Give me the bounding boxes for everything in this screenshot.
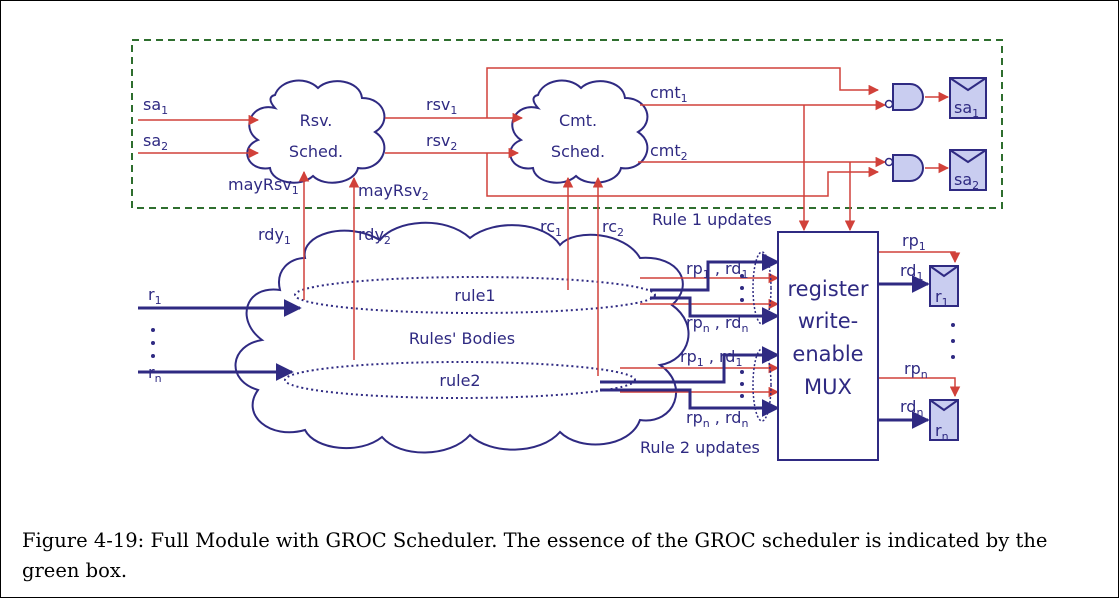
rule1-bus-b bbox=[650, 296, 780, 325]
svg-text:r1: r1 bbox=[935, 287, 949, 309]
rules-bodies-label: Rules' Bodies bbox=[409, 329, 515, 348]
sa1-register: sa1 bbox=[949, 77, 987, 120]
rc2-label: rc2 bbox=[602, 217, 624, 239]
rsv2-to-and2 bbox=[486, 153, 880, 197]
and-gate-1-inverter bbox=[884, 99, 894, 109]
rule2-rp1-rd1-label: rp1 , rd1 bbox=[680, 347, 742, 369]
svg-text:sa2: sa2 bbox=[954, 170, 979, 192]
rule2-updates-label: Rule 2 updates bbox=[640, 438, 760, 457]
rn-input-label: rn bbox=[148, 363, 162, 385]
mayrsv1-label: mayRsv1 bbox=[228, 175, 299, 197]
mux-label-line3: enable bbox=[792, 342, 863, 366]
rn-register: rn bbox=[929, 399, 959, 443]
rule2-rpn-rdn-label: rpn , rdn bbox=[686, 408, 748, 430]
rsv2-label: rsv2 bbox=[426, 131, 457, 153]
rule2-bus-b bbox=[600, 388, 780, 417]
rsv-sched-cloud bbox=[246, 79, 386, 184]
mux-label-line1: register bbox=[788, 277, 869, 301]
mux-label-line2: write- bbox=[798, 309, 858, 333]
mux-label-line4: MUX bbox=[804, 375, 852, 399]
svg-text:sa1: sa1 bbox=[954, 98, 979, 120]
and-gate-1 bbox=[892, 83, 924, 111]
and-gate-2-inverter bbox=[884, 157, 894, 167]
rsv-sched-label-1: Rsv. bbox=[300, 111, 333, 130]
rule1-rp1-rd1-label: rp1 , rd1 bbox=[686, 259, 748, 281]
and-gate-2 bbox=[892, 154, 924, 182]
rsv1-label: rsv1 bbox=[426, 95, 457, 117]
cmt2-label: cmt2 bbox=[650, 141, 688, 163]
rule2-bus-a bbox=[600, 346, 780, 384]
cmt-sched-cloud bbox=[509, 79, 649, 184]
figure-caption: Figure 4-19: Full Module with GROC Sched… bbox=[22, 529, 1048, 582]
groc-scheduler-box bbox=[131, 39, 1003, 209]
cmt-sched-label-1: Cmt. bbox=[559, 111, 597, 130]
r1-input-label: r1 bbox=[148, 285, 162, 307]
rdy1-label: rdy1 bbox=[258, 225, 291, 247]
cmt1-label: cmt1 bbox=[650, 83, 688, 105]
sa1-input-label: sa1 bbox=[143, 95, 168, 117]
rd1-out-label: rd1 bbox=[900, 261, 923, 283]
rpn-out-label: rpn bbox=[904, 359, 928, 381]
r1-register: r1 bbox=[929, 265, 959, 309]
rules-bodies-cloud bbox=[234, 221, 690, 454]
rdy2-label: rdy2 bbox=[358, 225, 391, 247]
rp1-out bbox=[878, 251, 961, 264]
svg-text:rn: rn bbox=[935, 421, 949, 443]
mayrsv2-label: mayRsv2 bbox=[358, 181, 429, 203]
rpn-out bbox=[878, 377, 961, 398]
rule1-rpn-rdn-label: rpn , rdn bbox=[686, 313, 748, 335]
sa2-input-label: sa2 bbox=[143, 131, 168, 153]
cmt-sched-label-2: Sched. bbox=[551, 142, 605, 161]
sa2-register: sa2 bbox=[949, 149, 987, 192]
register-write-enable-mux bbox=[777, 231, 879, 461]
rsv1-to-and1 bbox=[486, 67, 880, 118]
rule1-bus-a bbox=[650, 253, 780, 292]
groc-scheduler-diagram: sa1 sa2 r1 rn register write- enable MUX… bbox=[131, 39, 1003, 461]
rc1-label: rc1 bbox=[540, 217, 562, 239]
rule1-updates-label: Rule 1 updates bbox=[652, 210, 772, 229]
rp1-out-label: rp1 bbox=[902, 231, 926, 253]
rule1-region bbox=[294, 276, 656, 314]
rule2-label: rule2 bbox=[439, 371, 480, 390]
rsv-sched-label-2: Sched. bbox=[289, 142, 343, 161]
rdn-out-label: rdn bbox=[900, 397, 923, 419]
rule1-label: rule1 bbox=[454, 286, 495, 305]
